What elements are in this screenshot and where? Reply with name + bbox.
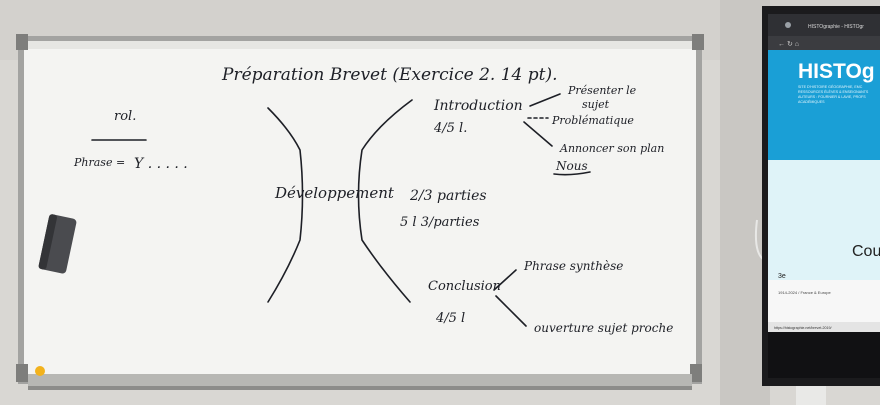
course-breadcrumb[interactable]: 1914-2024 / France & Europe	[778, 290, 831, 295]
monitor-lower-bezel	[768, 332, 880, 378]
browser-status-url: https://histographie.net/brevet-2019/	[774, 326, 832, 330]
browser-tab-icon	[785, 22, 791, 28]
site-tagline-1: SITE D'HISTOIRE GÉOGRAPHIE, EMC	[798, 84, 863, 89]
wall-outlet	[796, 386, 826, 405]
site-tagline-3: AUTEURS : FOURNIER & LAVIE, PROFS	[798, 95, 866, 99]
course-level: 3e	[778, 273, 786, 280]
dev-lines: 5 l 3/parties	[400, 215, 480, 230]
board-eraser	[38, 214, 77, 274]
hero-heading: Cou	[852, 243, 880, 260]
browser-tab-title[interactable]: HISTOgraphie - HISTOgr	[808, 24, 864, 30]
site-tagline-2: RESSOURCES ÉLÈVES & ENSEIGNANTS	[798, 89, 869, 94]
note-phrase: Phrase =	[73, 156, 125, 169]
marker-tray-edge	[28, 386, 692, 390]
eraser-side	[38, 214, 57, 270]
conclusion-title: Conclusion	[428, 279, 501, 294]
intro-title: Introduction	[433, 98, 523, 114]
intro-item-plan: Annoncer son plan	[559, 142, 664, 155]
frame-corner-top-right	[692, 34, 704, 50]
bracket-left	[267, 107, 304, 303]
browser-status-bar	[768, 322, 880, 332]
whiteboard-surface	[24, 41, 696, 378]
intro-item-present-2: sujet	[582, 98, 610, 111]
site-hero	[768, 160, 880, 280]
intro-item-present-1: Présenter le	[567, 84, 637, 97]
frame-corner-bottom-left	[16, 364, 28, 382]
browser-tab-bar	[768, 14, 880, 36]
board-drawing	[91, 93, 591, 327]
conclusion-lines: 4/5 l	[435, 311, 465, 326]
frame-corner-bottom-right	[690, 364, 702, 382]
wall-pillar	[720, 0, 770, 405]
site-content	[768, 280, 880, 322]
conclusion-synthese: Phrase synthèse	[523, 259, 623, 273]
label-developpement: Développement	[274, 184, 395, 202]
dev-parts: 2/3 parties	[409, 188, 487, 204]
browser-address-bar[interactable]	[768, 36, 880, 50]
magnet-yellow	[35, 366, 45, 376]
arrow-conclusion-2	[495, 295, 527, 327]
arrow-conclusion-1	[493, 269, 517, 291]
intro-item-problem: Problématique	[551, 114, 634, 127]
intro-item-nous: Nous	[555, 159, 588, 173]
note-rol: rol.	[114, 109, 136, 124]
wall-monitor: HISTOgraphie - HISTOgr ← ↻ ⌂ HISTOg SITE…	[762, 6, 880, 386]
frame-corner-top-left	[16, 34, 28, 50]
conclusion-ouverture: ouverture sujet proche	[534, 321, 673, 335]
arrow-intro-1	[529, 93, 561, 107]
whiteboard	[16, 34, 704, 390]
underline-nous	[553, 171, 591, 176]
site-tagline-4: ACADÉMIQUES	[798, 99, 825, 104]
arrow-intro-3	[523, 121, 553, 147]
note-phrase-dots: Y . . . . .	[134, 156, 188, 172]
intro-lines: 4/5 l.	[433, 121, 467, 136]
browser-nav-icons: ← ↻ ⌂	[778, 41, 799, 48]
whiteboard-top-shadow	[24, 41, 696, 49]
site-header	[768, 50, 880, 160]
board-title: Préparation Brevet (Exercice 2. 14 pt).	[221, 65, 558, 85]
marker-tray	[28, 374, 692, 388]
site-title[interactable]: HISTOg	[798, 60, 875, 83]
bracket-right	[357, 99, 413, 303]
